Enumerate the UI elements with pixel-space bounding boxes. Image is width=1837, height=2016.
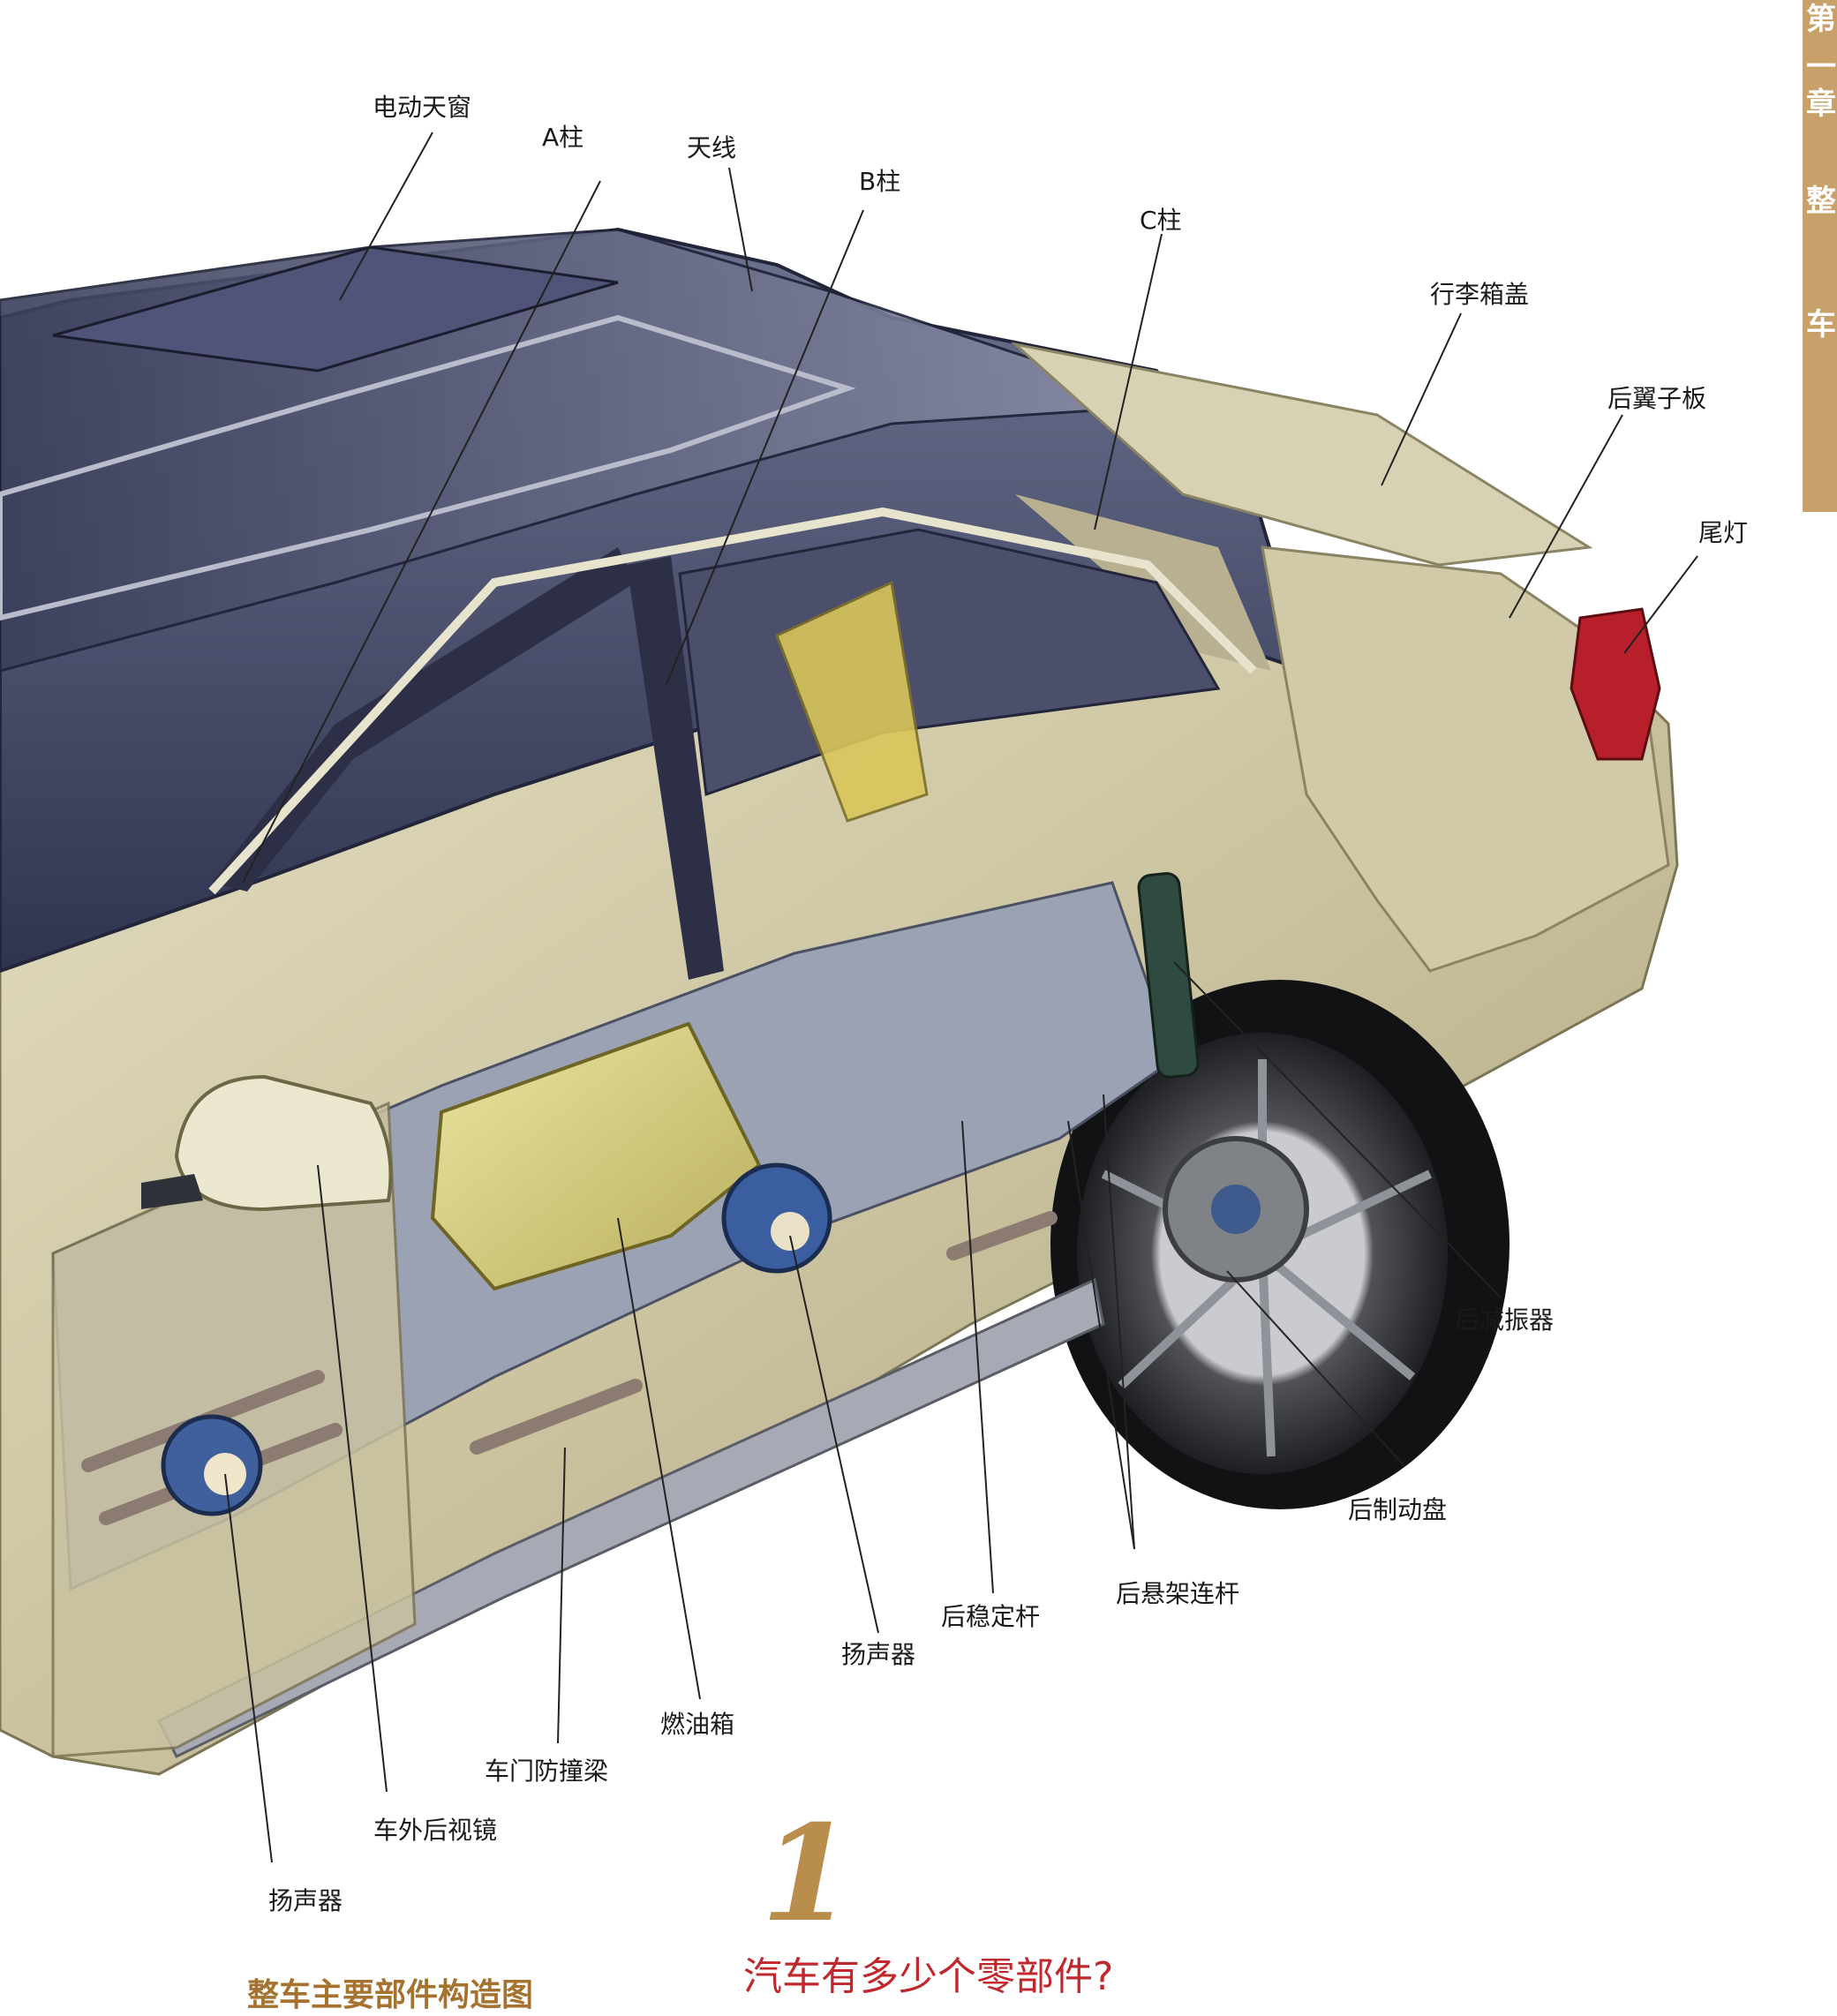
label-a-pillar: A柱 bbox=[542, 123, 584, 152]
label-trunk-lid: 行李箱盖 bbox=[1430, 280, 1530, 309]
label-speaker-front: 扬声器 bbox=[268, 1886, 343, 1915]
side-tab-char-2: 一 bbox=[1806, 49, 1836, 85]
door-sill bbox=[156, 1277, 1105, 1758]
label-rear-suspension-link: 后悬架连杆 bbox=[1116, 1579, 1240, 1608]
side-tab-char-1: 第 bbox=[1806, 2, 1836, 37]
b-pillar bbox=[627, 556, 724, 980]
label-rear-fender: 后翼子板 bbox=[1607, 384, 1707, 413]
label-speaker-rear: 扬声器 bbox=[841, 1640, 916, 1669]
rear-fender bbox=[1261, 545, 1670, 973]
label-rear-brake-disc: 后制动盘 bbox=[1348, 1495, 1448, 1524]
rear-shock-absorber bbox=[1137, 872, 1200, 1079]
label-antenna: 天线 bbox=[687, 133, 737, 162]
tail-lamp bbox=[1570, 607, 1661, 761]
label-fuel-tank: 燃油箱 bbox=[660, 1710, 735, 1739]
figure-caption: 整车主要部件构造图 bbox=[247, 1977, 534, 2013]
section-question: 汽车有多少个零部件? bbox=[743, 1954, 1114, 1999]
label-sunroof: 电动天窗 bbox=[373, 93, 472, 122]
section-number: 1 bbox=[761, 1796, 854, 1952]
trunk-lid bbox=[1010, 342, 1593, 567]
side-mirror bbox=[174, 1074, 393, 1212]
sunroof-glass bbox=[52, 245, 619, 372]
a-pillar bbox=[212, 547, 636, 891]
side-tab-char-3: 章 bbox=[1806, 87, 1836, 122]
side-tab-char-5: 车 bbox=[1806, 307, 1836, 342]
label-rear-shock: 后减振器 bbox=[1455, 1305, 1555, 1335]
side-tab-char-4: 整 bbox=[1806, 184, 1836, 219]
fuel-tank bbox=[430, 1021, 762, 1291]
label-tail-lamp: 尾灯 bbox=[1698, 518, 1749, 547]
leader-lines bbox=[224, 132, 1698, 1863]
label-door-beam: 车门防撞梁 bbox=[485, 1756, 609, 1786]
label-rear-stabilizer: 后稳定杆 bbox=[941, 1602, 1041, 1631]
label-c-pillar: C柱 bbox=[1140, 206, 1182, 235]
label-b-pillar: B柱 bbox=[859, 167, 901, 196]
label-side-mirror: 车外后视镜 bbox=[373, 1816, 498, 1845]
chapter-side-tab: 第 一 章 整 车 bbox=[1803, 0, 1837, 512]
